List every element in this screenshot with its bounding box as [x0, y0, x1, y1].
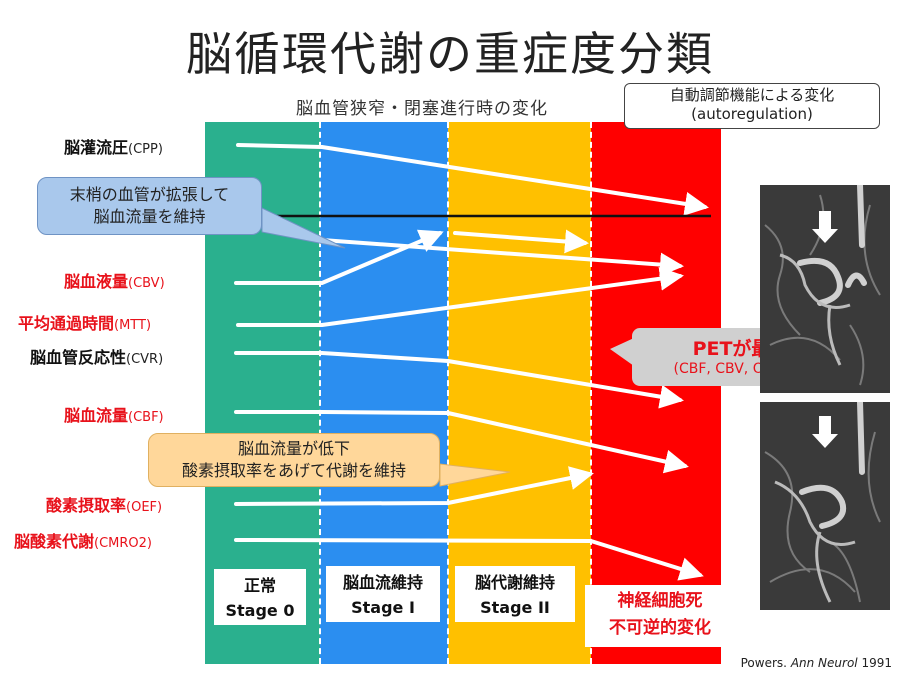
down-arrow-icon	[812, 416, 838, 448]
stage-divider	[319, 122, 321, 664]
stage2-label: 脳代謝維持 Stage II	[455, 566, 575, 622]
pet-callout-tail	[610, 338, 634, 366]
stage0-label: 正常 Stage 0	[214, 569, 306, 625]
diagram-subtitle: 脳血管狭窄・閉塞進行時の変化	[296, 99, 548, 119]
param-cmro2: 脳酸素代謝(CMRO2)	[14, 532, 152, 551]
cbv-arrow-a	[234, 229, 444, 285]
stage-divider	[447, 122, 449, 664]
param-cpp: 脳灌流圧(CPP)	[64, 138, 163, 157]
param-oef: 酸素摂取率(OEF)	[46, 496, 163, 515]
cbv-arrow-c	[320, 238, 684, 277]
autoregulation-box: 自動調節機能による変化 (autoregulation)	[624, 83, 880, 129]
vasodilation-callout: 末梢の血管が拡張して 脳血流量を維持	[37, 177, 262, 235]
stage-divider	[590, 122, 592, 664]
angiography-image-top	[760, 182, 890, 393]
param-mtt: 平均通過時間(MTT)	[18, 314, 152, 333]
angiography-image-bottom	[760, 399, 890, 610]
oxygen-callout: 脳血流量が低下 酸素摂取率をあげて代謝を維持	[148, 433, 440, 487]
oef-arrow	[234, 466, 594, 506]
down-arrow-icon	[812, 211, 838, 243]
citation: Powers. Ann Neurol 1991	[740, 656, 892, 670]
cmro2-arrow	[234, 538, 704, 581]
param-cbf: 脳血流量(CBF)	[64, 406, 164, 425]
mtt-arrow	[236, 266, 684, 327]
stage3-label: 神経細胞死 不可逆的変化	[585, 585, 735, 647]
param-cbv: 脳血液量(CBV)	[64, 272, 165, 291]
stage1-label: 脳血流維持 Stage I	[326, 566, 440, 622]
cpp-arrow	[236, 143, 709, 216]
page-title: 脳循環代謝の重症度分類	[186, 27, 714, 81]
vasodilation-callout-tail	[261, 207, 346, 249]
param-cvr: 脳血管反応性(CVR)	[30, 348, 164, 367]
cbv-arrow-b	[453, 229, 589, 254]
oxygen-callout-tail	[439, 463, 511, 487]
cbf-arrow	[234, 410, 689, 474]
cvr-arrow	[234, 351, 684, 409]
